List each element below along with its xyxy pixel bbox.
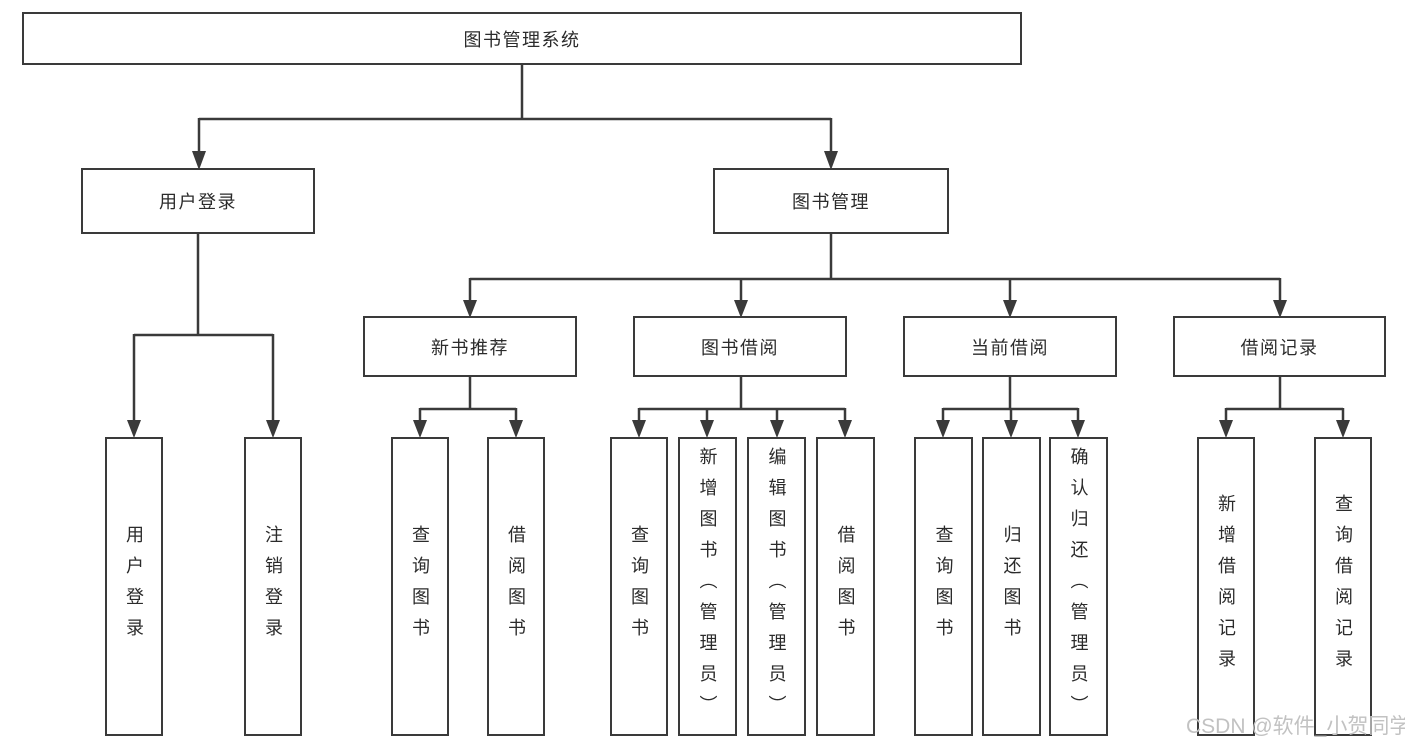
node-new-book-recommendation: 新书推荐 — [363, 316, 577, 377]
leaf-add-borrow-record: 新增借阅记录 — [1197, 437, 1255, 736]
leaf-label: 借阅图书 — [506, 524, 526, 649]
leaf-label: 新增图书（管理员） — [697, 447, 718, 726]
leaf-user-login: 用户登录 — [105, 437, 163, 736]
leaf-add-book-admin: 新增图书（管理员） — [678, 437, 737, 736]
node-label: 用户登录 — [159, 192, 237, 212]
leaf-label: 注销登录 — [263, 524, 283, 649]
node-label: 新书推荐 — [431, 337, 509, 358]
leaf-edit-book-admin: 编辑图书（管理员） — [747, 437, 806, 736]
leaf-query-books-borrowing: 查询图书 — [610, 437, 668, 736]
csdn-watermark: CSDN @软件_小贺同学 — [1186, 715, 1405, 738]
leaf-query-borrow-record: 查询借阅记录 — [1314, 437, 1372, 736]
leaf-query-books-recommend: 查询图书 — [391, 437, 449, 736]
leaf-return-book: 归还图书 — [982, 437, 1041, 736]
node-user-login: 用户登录 — [81, 168, 315, 234]
leaf-query-books-current: 查询图书 — [914, 437, 973, 736]
leaf-label: 新增借阅记录 — [1216, 493, 1236, 680]
leaf-label: 用户登录 — [124, 524, 144, 649]
leaf-label: 查询借阅记录 — [1333, 493, 1353, 680]
leaf-borrow-books-recommend: 借阅图书 — [487, 437, 545, 736]
node-borrowing-records: 借阅记录 — [1173, 316, 1386, 377]
node-book-borrowing: 图书借阅 — [633, 316, 847, 377]
leaf-label: 查询图书 — [410, 524, 430, 649]
node-label: 图书管理 — [792, 192, 870, 212]
leaf-label: 确认归还（管理员） — [1068, 447, 1089, 726]
node-current-borrowing: 当前借阅 — [903, 316, 1117, 377]
leaf-label: 查询图书 — [629, 524, 649, 649]
leaf-confirm-return-admin: 确认归还（管理员） — [1049, 437, 1108, 736]
node-label: 图书借阅 — [701, 337, 779, 358]
node-library-management-system: 图书管理系统 — [22, 12, 1022, 65]
leaf-borrow-books-borrowing: 借阅图书 — [816, 437, 875, 736]
node-label: 图书管理系统 — [463, 29, 581, 50]
leaf-label: 编辑图书（管理员） — [766, 447, 787, 726]
node-label: 借阅记录 — [1240, 337, 1319, 358]
leaf-label: 借阅图书 — [835, 524, 856, 649]
leaf-label: 查询图书 — [933, 524, 954, 649]
leaf-logout: 注销登录 — [244, 437, 302, 736]
leaf-label: 归还图书 — [1001, 524, 1022, 649]
node-label: 当前借阅 — [971, 337, 1049, 358]
node-book-management: 图书管理 — [713, 168, 949, 234]
